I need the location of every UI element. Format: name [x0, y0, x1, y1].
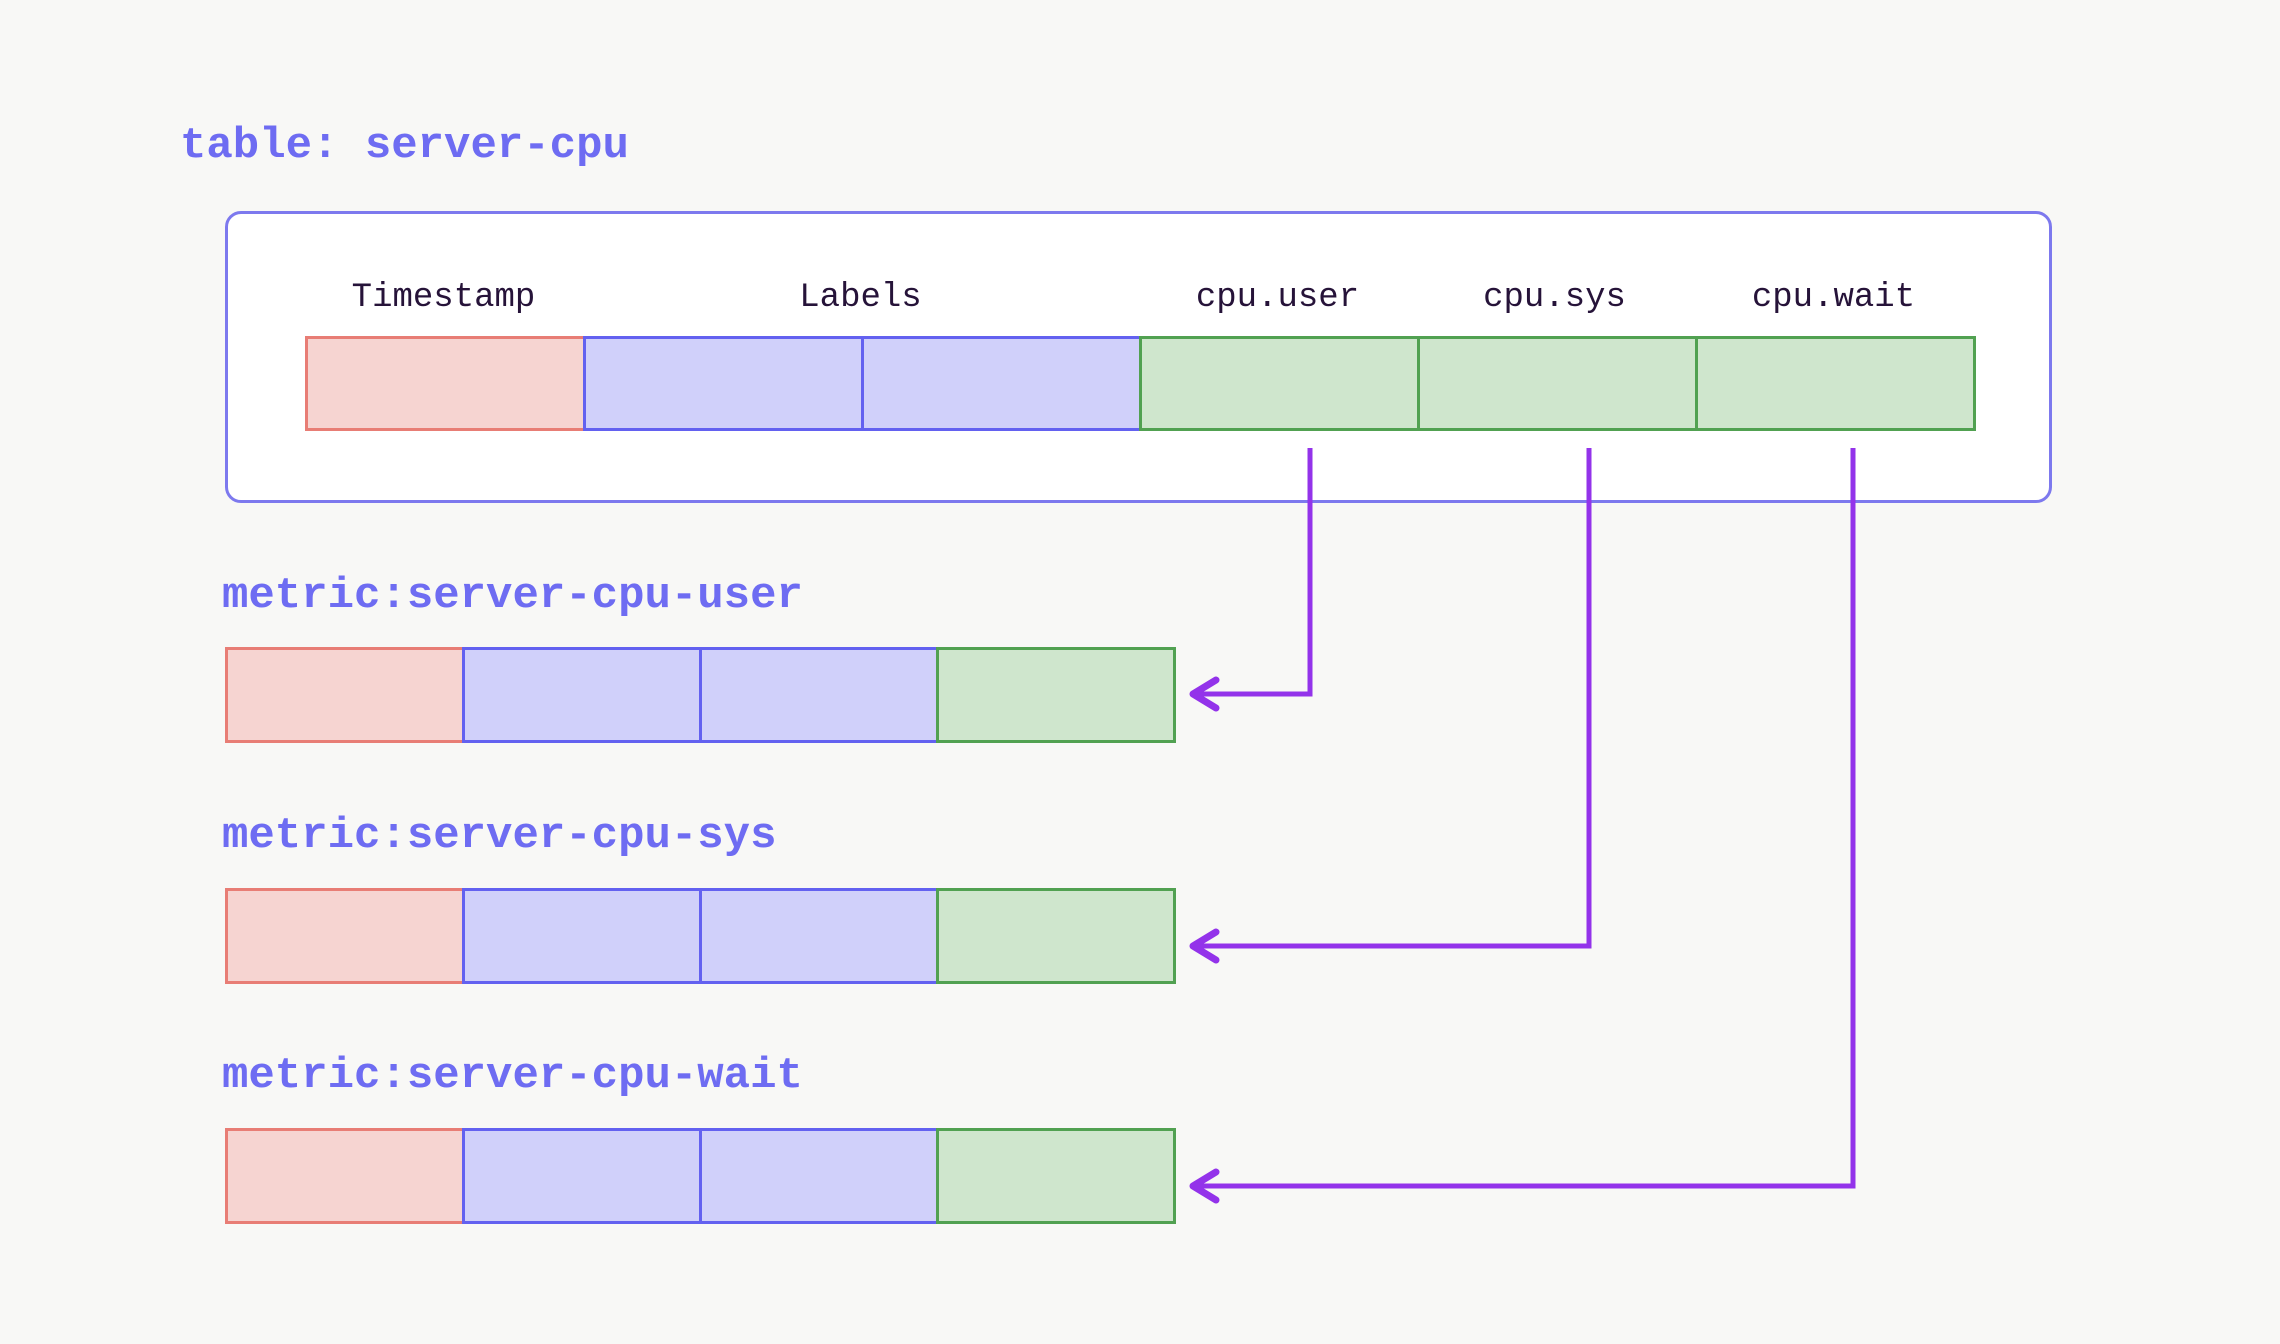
table-cell-cpu-sys [1417, 336, 1698, 431]
metric-cell-timestamp [225, 1128, 465, 1224]
metric-row-server-cpu-user [225, 647, 1176, 743]
table-row [305, 336, 1976, 431]
table-cell-timestamp [305, 336, 586, 431]
metric-title-server-cpu-sys: metric:server-cpu-sys [222, 811, 777, 861]
column-header-cpu-user: cpu.user [1195, 279, 1360, 317]
metric-row-server-cpu-wait [225, 1128, 1176, 1224]
metric-cell-value [936, 1128, 1176, 1224]
metric-title-server-cpu-wait: metric:server-cpu-wait [222, 1051, 803, 1101]
table-cell-cpu-wait [1695, 336, 1976, 431]
metric-cell-timestamp [225, 888, 465, 984]
column-header-timestamp: Timestamp [351, 279, 536, 317]
metric-cell-value [936, 888, 1176, 984]
arrow-head-icon [1189, 1168, 1220, 1204]
metric-cell-labels-2 [699, 888, 939, 984]
column-header-cpu-wait: cpu.wait [1751, 279, 1916, 317]
metric-cell-labels-1 [462, 888, 702, 984]
metric-cell-labels-2 [699, 647, 939, 743]
table-title: table: server-cpu [180, 121, 629, 171]
metric-cell-timestamp [225, 647, 465, 743]
table-cell-labels-1 [583, 336, 864, 431]
metric-title-server-cpu-user: metric:server-cpu-user [222, 571, 803, 621]
metric-cell-value [936, 647, 1176, 743]
table-cell-labels-2 [861, 336, 1142, 431]
arrow-head-icon [1189, 676, 1220, 712]
metric-cell-labels-2 [699, 1128, 939, 1224]
arrow-cpu-sys-to-metric [1189, 448, 1592, 964]
column-header-cpu-sys: cpu.sys [1483, 279, 1626, 317]
arrow-head-icon [1189, 928, 1220, 964]
column-header-labels: Labels [799, 279, 922, 317]
metric-cell-labels-1 [462, 1128, 702, 1224]
metric-row-server-cpu-sys [225, 888, 1176, 984]
arrow-cpu-wait-to-metric [1189, 448, 1856, 1204]
table-cell-cpu-user [1139, 336, 1420, 431]
metric-cell-labels-1 [462, 647, 702, 743]
